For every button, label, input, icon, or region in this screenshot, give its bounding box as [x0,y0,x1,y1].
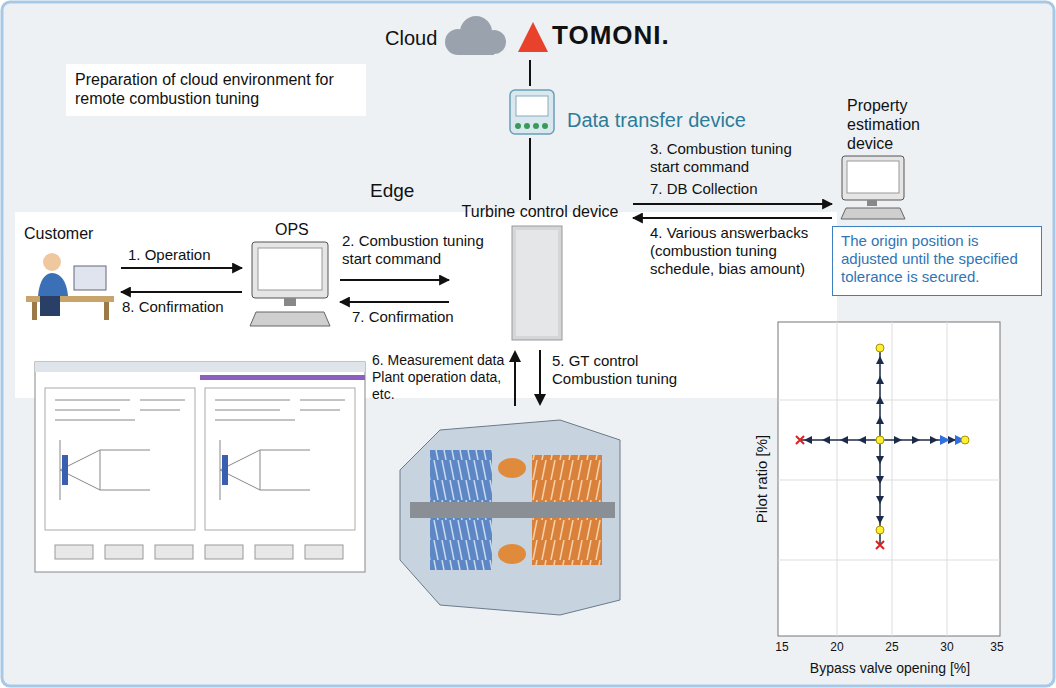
tick-label: 30 [932,640,962,654]
connector-arrow [121,291,242,293]
data-transfer-device: Data transfer device [505,86,780,138]
edge-label: 4. Various answerbacks (combustion tunin… [650,224,825,278]
edge-label: 2. Combustion tuning start command [342,232,492,268]
node-text: Customer [24,224,93,243]
ops-node: OPS [245,218,337,328]
edge-label: 1. Operation [128,246,211,264]
data-transfer-device-icon [510,90,554,134]
customer-node: Customer [18,222,118,324]
edge-label: 8. Confirmation [122,298,224,316]
node-text: Property estimation device [847,96,943,154]
connector-arrow [340,301,449,303]
ops-computer-icon [250,242,330,326]
node-text: Data transfer device [567,108,746,132]
connector-arrow [633,217,832,219]
edge-label: 3. Combustion tuning start command [650,140,815,176]
cloud-icon [445,16,548,55]
connector-arrow [633,203,832,205]
turbine-control-node: Turbine control device [452,200,630,345]
cloud-service: Cloud TOMONI. [385,14,685,60]
data-label: 5. GT control Combustion tuning [552,352,682,388]
node-text: Preparation of cloud environment for rem… [75,70,357,108]
connector-arrow [529,60,531,86]
connector-arrow [340,279,449,281]
tick-label: 15 [767,640,797,654]
connector-arrow [529,138,531,200]
node-text: The origin position is adjusted until th… [841,232,1035,286]
tuning-chart [778,322,1000,636]
connector-arrow [121,267,242,269]
step-label: 7. DB Collection [650,180,758,198]
axis-title: Pilot ratio [%] [753,424,771,534]
node-text: Edge [370,180,414,203]
callout-box: The origin position is adjusted until th… [832,226,1042,296]
turbine-control-cabinet [512,226,562,340]
property-estimation-node: Property estimation device [835,92,945,220]
tick-label: 20 [822,640,852,654]
tick-label: 35 [982,640,1012,654]
node-text: TOMONI. [552,20,670,51]
gas-turbine [400,420,620,615]
screen-capture [35,362,365,572]
customer-icon [26,253,114,320]
node-text: OPS [275,220,309,239]
property-estimation-computer-icon [841,156,905,219]
axis-title: Bypass valve opening [%] [790,660,990,677]
note-box: Preparation of cloud environment for rem… [66,64,366,116]
edge-label: 7. Confirmation [352,308,454,326]
data-label: 6. Measurement data Plant operation data… [372,352,508,402]
node-text: Cloud [385,26,437,50]
tick-label: 25 [877,640,907,654]
node-text: Turbine control device [452,202,628,221]
data-arrows [509,350,546,406]
